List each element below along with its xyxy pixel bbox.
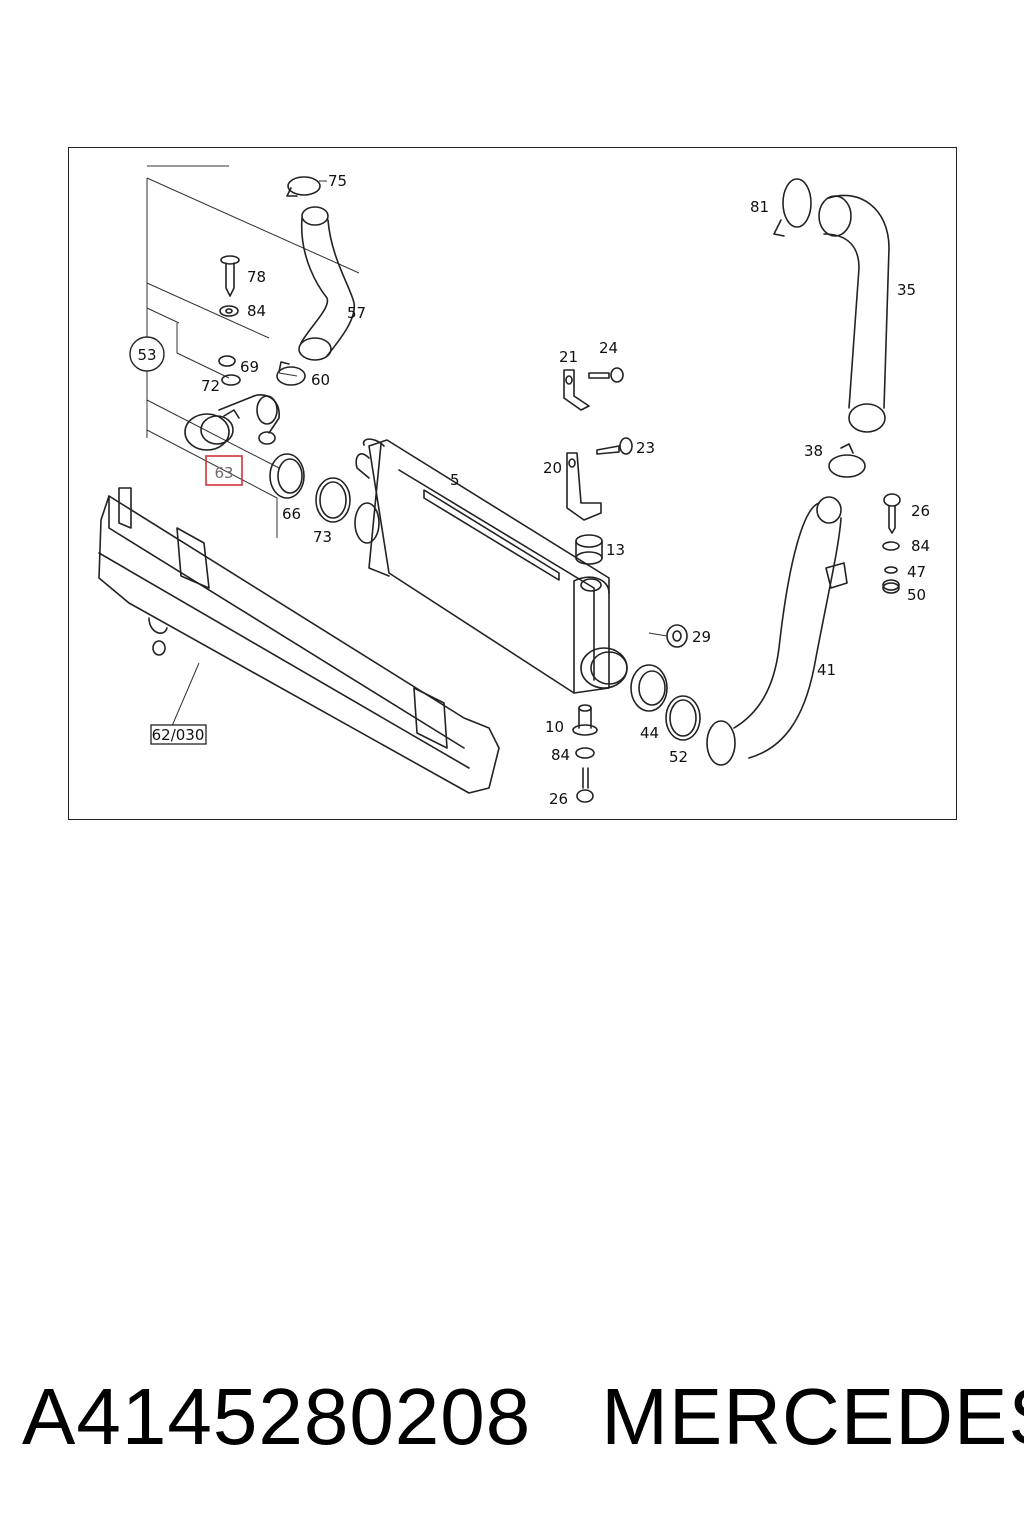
callout-81: 81 <box>750 198 769 216</box>
stud-10 <box>572 704 598 736</box>
callout-63-highlighted: 63 <box>214 464 233 482</box>
rubber-mount-13 <box>575 534 603 565</box>
bolt-26-right <box>883 493 901 534</box>
product-caption: A4145280208 MERCEDES <box>22 1372 1024 1462</box>
part-number: A4145280208 <box>22 1372 532 1461</box>
reference-box <box>150 724 207 745</box>
callout-66: 66 <box>282 505 301 523</box>
callout-78: 78 <box>247 268 266 286</box>
hose-clamp-81 <box>773 178 812 237</box>
callout-26-bottom: 26 <box>549 790 568 808</box>
front-crossmember <box>98 487 500 794</box>
charge-air-hose-35 <box>818 194 890 433</box>
callout-26-right: 26 <box>911 502 930 520</box>
reference-62-030: 62/030 <box>152 726 205 744</box>
callout-5: 5 <box>450 471 460 489</box>
retaining-ring-44 <box>630 664 668 712</box>
callout-13: 13 <box>606 541 625 559</box>
nut-50 <box>882 579 900 594</box>
callout-72: 72 <box>201 377 220 395</box>
grommet-29 <box>666 624 688 648</box>
connector-63 <box>184 394 280 451</box>
retaining-ring-66 <box>269 453 305 499</box>
nut-72 <box>221 374 241 386</box>
hose-clamp-75 <box>286 176 321 197</box>
highlight-box-63 <box>205 455 243 486</box>
callout-24: 24 <box>599 339 618 357</box>
callout-47: 47 <box>907 563 926 581</box>
callout-10: 10 <box>545 718 564 736</box>
callout-50: 50 <box>907 586 926 604</box>
brand-name: MERCEDES <box>601 1372 1024 1461</box>
callout-21: 21 <box>559 348 578 366</box>
parts-diagram: 75 57 78 84 53 69 72 60 63 66 73 5 21 24… <box>68 147 957 820</box>
callout-29: 29 <box>692 628 711 646</box>
callout-69: 69 <box>240 358 259 376</box>
washer-84-right <box>882 541 900 551</box>
bracket-21 <box>563 369 590 411</box>
hose-clamp-38 <box>828 443 866 478</box>
callout-60: 60 <box>311 371 330 389</box>
callout-53-circle <box>129 336 165 372</box>
charge-air-hose-41 <box>706 496 848 766</box>
screw-26-bottom <box>576 767 594 803</box>
callout-23: 23 <box>636 439 655 457</box>
callout-41: 41 <box>817 661 836 679</box>
radiator-panel-outline <box>146 165 360 538</box>
callout-75: 75 <box>328 172 347 190</box>
leader-lines <box>278 180 668 637</box>
callout-44: 44 <box>640 724 659 742</box>
callout-57: 57 <box>347 304 366 322</box>
callout-38: 38 <box>804 442 823 460</box>
charge-air-hose-57 <box>298 206 355 361</box>
o-ring-73 <box>315 477 351 523</box>
bolt-24 <box>588 367 624 383</box>
callout-84-bottom: 84 <box>551 746 570 764</box>
callout-73: 73 <box>313 528 332 546</box>
washer-84-bottom <box>575 747 595 759</box>
callout-53: 53 <box>137 346 156 364</box>
nut-69 <box>218 355 236 367</box>
intercooler-5 <box>354 438 628 694</box>
callout-84-right: 84 <box>911 537 930 555</box>
hose-clamp-60 <box>276 361 306 386</box>
bracket-20 <box>566 452 602 521</box>
callout-52: 52 <box>669 748 688 766</box>
callout-35: 35 <box>897 281 916 299</box>
screw-23 <box>596 437 633 455</box>
callout-20: 20 <box>543 459 562 477</box>
nut-47 <box>884 566 898 574</box>
screw-78 <box>220 255 240 297</box>
o-ring-52 <box>665 695 701 741</box>
washer-84-top <box>219 305 239 317</box>
callout-84-top: 84 <box>247 302 266 320</box>
